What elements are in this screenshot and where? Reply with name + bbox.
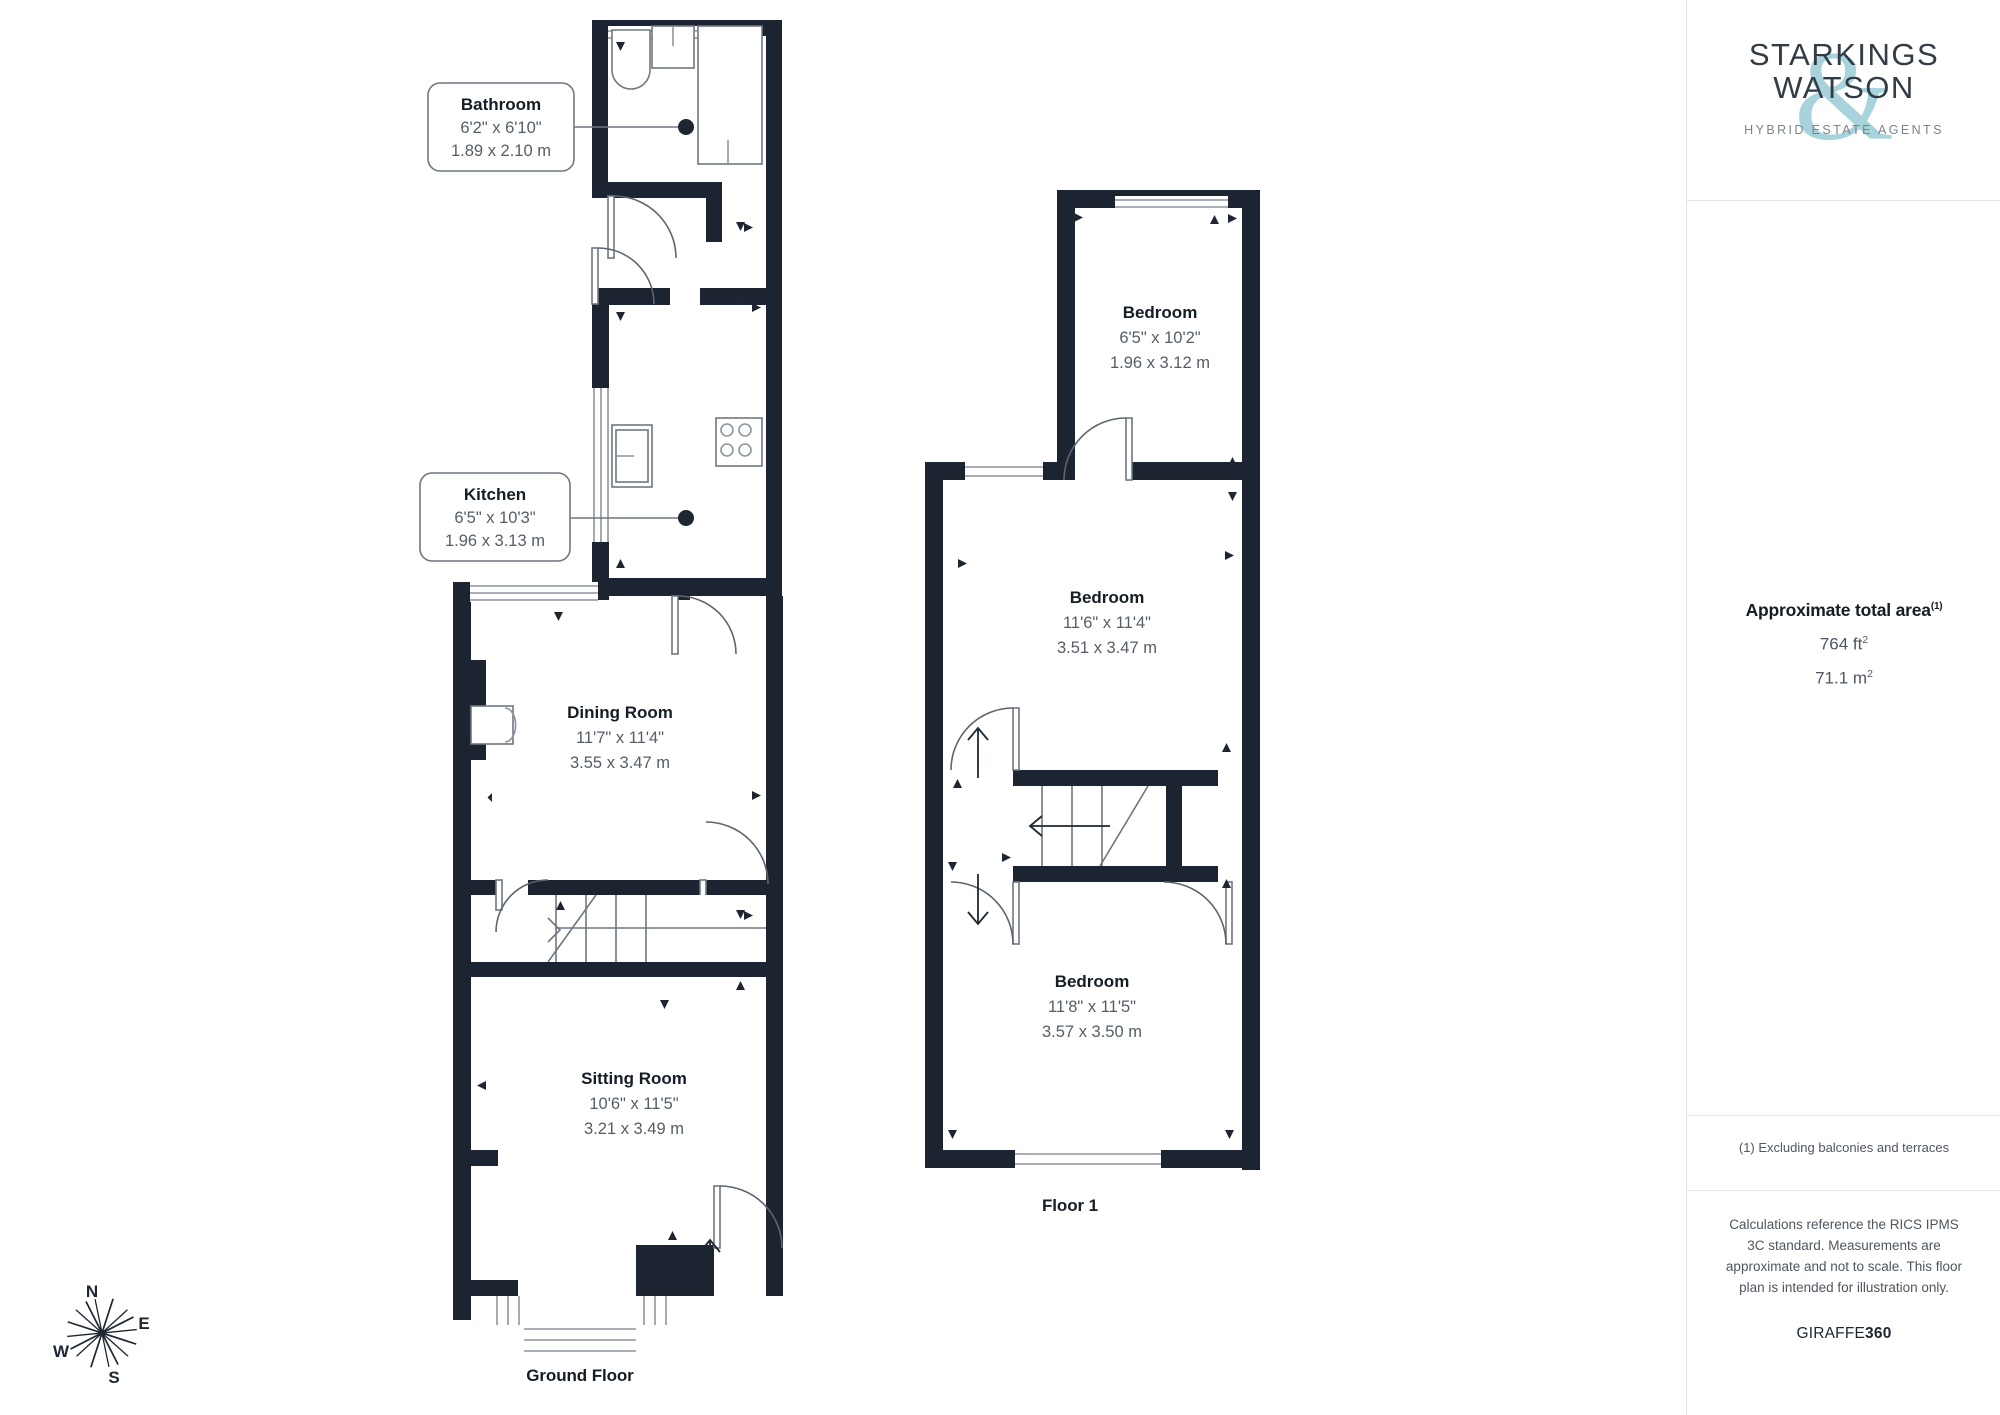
callout-bathroom-name: Bathroom (461, 95, 541, 114)
ground-floor-caption: Ground Floor (526, 1366, 634, 1385)
callout-kitchen: Kitchen 6'5" x 10'3" 1.96 x 3.13 m (419, 472, 694, 562)
floorplan-drawing: .w{fill:#1b2430;} .thin{fill:none;stroke… (419, 20, 1260, 1353)
first-floor-stairs (1013, 785, 1166, 867)
callout-bathroom-imperial: 6'2" x 6'10" (460, 119, 541, 137)
disclaimer-block: Calculations reference the RICS IPMS 3C … (1687, 1215, 2000, 1343)
dining-room-name: Dining Room (567, 703, 673, 722)
info-sidebar: & STARKINGS WATSON HYBRID ESTATE AGENTS … (1686, 0, 2000, 1415)
total-area-metric: 71.1 m2 (1687, 668, 2000, 689)
ground-floor-dimension-markers (477, 42, 761, 1270)
label-dining-room: Dining Room 11'7" x 11'4" 3.55 x 3.47 m (567, 703, 673, 772)
bedroom-2-imperial: 11'6" x 11'4" (1063, 614, 1151, 632)
callout-kitchen-metric: 1.96 x 3.13 m (445, 532, 545, 550)
compass-rose: N E S W (53, 1282, 150, 1387)
compass-east-label: E (138, 1314, 149, 1333)
compass-west-label: W (53, 1342, 70, 1361)
compass-south-label: S (108, 1368, 119, 1387)
callout-kitchen-name: Kitchen (464, 485, 526, 504)
bedroom-3-name: Bedroom (1055, 972, 1130, 991)
first-floor-doors (950, 417, 1233, 945)
total-area-footnote-marker: (1) (1930, 601, 1943, 613)
bedroom-1-metric: 1.96 x 3.12 m (1110, 354, 1210, 372)
total-area-imperial-value: 764 ft (1819, 634, 1863, 654)
agency-logo: & STARKINGS WATSON HYBRID ESTATE AGENTS (1687, 0, 2000, 200)
bathroom-fixtures (611, 25, 763, 165)
sidebar-divider-disclaimer (1687, 1190, 2000, 1191)
ground-floor-walls (453, 20, 783, 1353)
provider-suffix: 360 (1865, 1324, 1892, 1342)
callout-bathroom: Bathroom 6'2" x 6'10" 1.89 x 2.10 m (427, 82, 694, 172)
bedroom-2-name: Bedroom (1070, 588, 1145, 607)
ground-floor-stairs (528, 894, 766, 963)
metric-unit-exponent: 2 (1867, 667, 1873, 680)
sidebar-divider-top (1687, 200, 2000, 201)
bedroom-1-name: Bedroom (1123, 303, 1198, 322)
bedroom-2-metric: 3.51 x 3.47 m (1057, 639, 1157, 657)
first-floor-landing-arrows (967, 726, 989, 926)
total-area-title-text: Approximate total area (1745, 600, 1931, 620)
first-floor-plan: Bedroom 6'5" x 10'2" 1.96 x 3.12 m Bedro… (925, 190, 1260, 1172)
ground-floor-windows (470, 26, 712, 1353)
ground-floor-plan: Bathroom 6'2" x 6'10" 1.89 x 2.10 m Kitc… (419, 20, 783, 1353)
bedroom-3-imperial: 11'8" x 11'5" (1048, 998, 1136, 1016)
entrance-direction-arrow (699, 1238, 721, 1285)
total-area-imperial: 764 ft2 (1687, 634, 2000, 655)
disclaimer-text: Calculations reference the RICS IPMS 3C … (1725, 1217, 1963, 1295)
callout-bathroom-metric: 1.89 x 2.10 m (451, 142, 551, 160)
logo-line-watson: WATSON (1773, 70, 1915, 106)
compass-needles (67, 1298, 137, 1368)
first-floor-windows (965, 196, 1228, 1172)
logo-tagline: HYBRID ESTATE AGENTS (1744, 122, 1944, 137)
exclusion-note-block: (1) Excluding balconies and terraces (1687, 1140, 2000, 1155)
first-floor-caption: Floor 1 (1042, 1196, 1098, 1215)
logo-line-starkings: STARKINGS (1748, 37, 1940, 72)
label-bedroom-3: Bedroom 11'8" x 11'5" 3.57 x 3.50 m (1042, 972, 1142, 1041)
exclusion-note: (1) Excluding balconies and terraces (1738, 1140, 1950, 1155)
total-area-title: Approximate total area(1) (1687, 600, 2000, 621)
sitting-room-imperial: 10'6" x 11'5" (589, 1095, 678, 1113)
dining-room-metric: 3.55 x 3.47 m (570, 754, 670, 772)
bedroom-1-imperial: 6'5" x 10'2" (1119, 329, 1200, 347)
bedroom-3-metric: 3.57 x 3.50 m (1042, 1023, 1142, 1041)
dining-room-fixture (470, 705, 517, 745)
sidebar-divider-exclusion (1687, 1115, 2000, 1116)
label-bedroom-1: Bedroom 6'5" x 10'2" 1.96 x 3.12 m (1110, 303, 1210, 372)
dining-room-imperial: 11'7" x 11'4" (576, 729, 664, 747)
kitchen-fixtures (611, 417, 763, 488)
total-area-block: Approximate total area(1) 764 ft2 71.1 m… (1687, 600, 2000, 688)
label-sitting-room: Sitting Room 10'6" x 11'5" 3.21 x 3.49 m (581, 1069, 687, 1138)
label-bedroom-2: Bedroom 11'6" x 11'4" 3.51 x 3.47 m (1057, 588, 1157, 657)
provider-name: GIRAFFE (1796, 1324, 1866, 1342)
imperial-unit-exponent: 2 (1862, 634, 1869, 646)
callout-kitchen-imperial: 6'5" x 10'3" (454, 509, 535, 527)
first-floor-dimension-markers (948, 213, 1237, 1139)
sitting-room-metric: 3.21 x 3.49 m (584, 1120, 684, 1138)
total-area-metric-value: 71.1 m (1815, 668, 1868, 688)
ground-floor-doors (495, 195, 783, 1249)
sitting-room-name: Sitting Room (581, 1069, 687, 1088)
compass-north-label: N (86, 1282, 98, 1301)
ampersand-mark: & (1794, 25, 1894, 167)
provider-logo: GIRAFFE360 (1687, 1325, 2000, 1343)
first-floor-walls (925, 190, 1260, 1170)
